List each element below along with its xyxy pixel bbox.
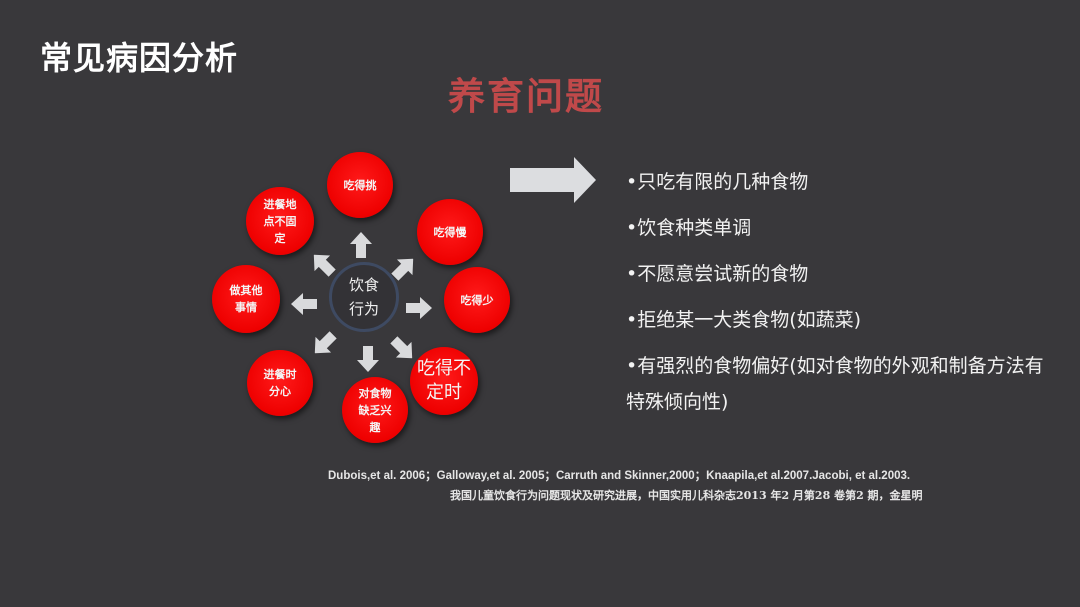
list-item: •只吃有限的几种食物 (626, 171, 809, 193)
node-doing-other-things: 做其他事情 (212, 265, 280, 333)
arrow-down-left-icon (314, 331, 337, 354)
node-slow-eating: 吃得慢 (417, 199, 483, 265)
list-item: •不愿意尝试新的食物 (626, 263, 809, 285)
page-title: 常见病因分析 (40, 39, 239, 77)
problem-list: •只吃有限的几种食物 •饮食种类单调 •不愿意尝试新的食物 •拒绝某一大类食物(… (626, 170, 1056, 442)
arrow-right-icon (406, 297, 432, 319)
arrow-down-icon (357, 346, 379, 372)
list-item: •饮食种类单调 (626, 217, 752, 239)
node-lack-of-interest: 对食物缺乏兴趣 (342, 377, 408, 443)
center-node-eating-behavior: 饮食 行为 (329, 262, 399, 332)
arrow-up-left-icon (313, 254, 336, 277)
arrow-up-right-icon (391, 258, 414, 281)
reference-english: Dubois,et al. 2006；Galloway,et al. 2005；… (328, 470, 911, 482)
node-distracted-eating: 进餐时分心 (247, 350, 313, 416)
section-title: 养育问题 (448, 75, 604, 118)
list-item: •有强烈的食物偏好(如对食物的外观和制备方法有特殊倾向性) (626, 355, 1044, 413)
references: Dubois,et al. 2006；Galloway,et al. 2005；… (328, 467, 1048, 503)
big-right-arrow-icon (510, 157, 596, 203)
node-picky-eating: 吃得挑 (327, 152, 393, 218)
node-eating-little: 吃得少 (444, 267, 510, 333)
list-item: •拒绝某一大类食物(如蔬菜) (626, 309, 862, 331)
arrow-left-icon (291, 293, 317, 315)
reference-chinese: 我国儿童饮食行为问题现状及研究进展，中国实用儿科杂志2013 年2 月第28 卷… (450, 489, 923, 502)
node-unfixed-location: 进餐地点不固定 (246, 187, 314, 255)
node-irregular-eating: 吃得不定时 (410, 347, 478, 415)
arrow-down-right-icon (390, 336, 413, 359)
arrow-up-icon (350, 232, 372, 258)
